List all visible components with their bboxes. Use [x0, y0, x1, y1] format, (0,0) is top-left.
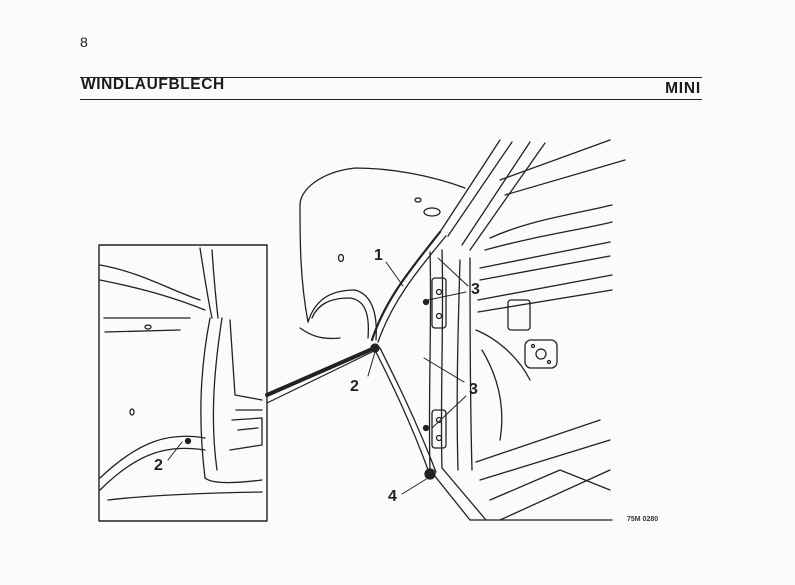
callout-1: 1 [374, 247, 383, 264]
callout-3-upper: 3 [471, 281, 480, 298]
figure-reference-code: 75M 0280 [627, 516, 658, 523]
door-hinge-upper [422, 277, 447, 329]
callout-4: 4 [388, 488, 397, 505]
interior [469, 139, 626, 521]
header-rule-top [80, 77, 702, 78]
callout-2-detail: 2 [154, 457, 163, 474]
detail-inset [98, 244, 268, 522]
door-hinge-lower [422, 409, 447, 449]
model-name: MINI [665, 80, 701, 97]
front-wing [299, 167, 466, 341]
callout-3-lower: 3 [469, 381, 478, 398]
header-rule-bottom [80, 99, 702, 100]
page-number: 8 [80, 34, 88, 50]
seal-strip [370, 230, 447, 480]
section-title: WINDLAUFBLECH [81, 76, 225, 93]
callout-2-main: 2 [350, 378, 359, 395]
a-pillar [428, 139, 546, 521]
